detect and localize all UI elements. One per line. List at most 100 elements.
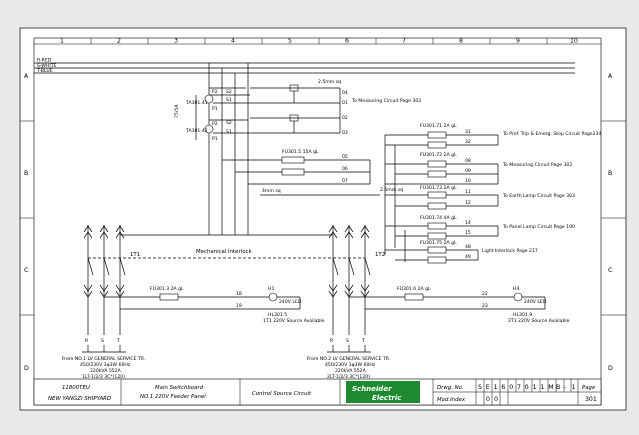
- page-label: Page: [582, 385, 596, 391]
- lamp-rating: 240V LED: [279, 299, 302, 305]
- fuse-wire: 31: [465, 129, 471, 135]
- fuse-wire: 09: [465, 168, 471, 174]
- lamp-text: 1T1 220V Source Available: [263, 318, 325, 324]
- bus-label-white: S-WHITE: [37, 63, 57, 69]
- fuse-wire: 12: [465, 200, 471, 206]
- measure-top-dest: To Measuring Circuit Page 302: [351, 98, 421, 104]
- bus-label-red: R-RED: [37, 58, 52, 64]
- phase-label: S: [101, 338, 104, 344]
- cable-stubs: [82, 345, 371, 353]
- page-number: 301: [585, 396, 597, 403]
- mod-index-char: 0: [486, 396, 490, 403]
- board-name: Main Switchboard: [155, 385, 204, 391]
- sheet-border: [19, 27, 627, 411]
- wire-size-left: 4mm sq: [262, 188, 281, 194]
- fuse-symbol: [427, 141, 447, 149]
- col-label: 8: [459, 38, 463, 45]
- indicator-lamp-icon: [268, 292, 278, 302]
- ct1-s1: S1: [226, 97, 232, 103]
- mod-index-char: 0: [494, 396, 498, 403]
- drawing-number-char: -: [564, 384, 566, 391]
- col-label: 3: [174, 38, 178, 45]
- lamp-ref: H1: [268, 286, 274, 292]
- lamp-rating: 240V LED: [524, 299, 547, 305]
- lamp-tag: HL301.9: [513, 312, 532, 318]
- lamp-fuse-label: FU301.3 2A gL: [150, 286, 184, 292]
- col-label: 5: [288, 38, 292, 45]
- column-ruler: [34, 38, 601, 45]
- main-fuse-wire: 07: [342, 178, 348, 184]
- destination-label: To Earth Lamp Circuit Page 303: [502, 193, 575, 199]
- lamp-fuse-label: FU301.6 2A gL: [397, 286, 431, 292]
- phase-label: R: [330, 338, 334, 344]
- fuse-symbol: [427, 160, 447, 168]
- right-breaker: [328, 225, 371, 335]
- fuse-symbol: [427, 222, 447, 230]
- row-label: D: [608, 365, 613, 372]
- fuse-wire: 11: [465, 189, 471, 195]
- drawing-number-char: 7: [517, 384, 521, 391]
- lamp-ref: H4: [513, 286, 519, 292]
- ct2-p1: P1: [212, 136, 218, 142]
- wire-size-top: 2.5mm sq: [318, 79, 341, 85]
- fuse-symbol: [427, 131, 447, 139]
- lamp-circuit-right: [349, 292, 546, 310]
- phase-label: T: [116, 338, 120, 344]
- interlock-label: Mechanical Interlock: [196, 249, 252, 255]
- mod-label: Mod.Index: [437, 397, 466, 403]
- destination-label: To Measuring Circuit Page 302: [502, 162, 572, 168]
- measure-wire: 03: [342, 130, 348, 136]
- phase-label: T: [361, 338, 365, 344]
- measure-wire: 02: [342, 115, 348, 121]
- schneider-logo: [346, 381, 420, 403]
- fuse-symbol: [281, 168, 305, 176]
- drawing-title: Control Source Circuit: [252, 391, 312, 397]
- ct2-label: TA301.42: [185, 128, 208, 134]
- row-label: B: [608, 170, 612, 177]
- fuse-wire: 15: [465, 230, 471, 236]
- phase-label: R: [85, 338, 89, 344]
- row-label: B: [24, 170, 28, 177]
- fuse-label: FU301.72 2A gL: [420, 152, 457, 158]
- drawing-number-char: 0: [525, 384, 529, 391]
- row-label: D: [24, 365, 29, 372]
- source-line: 220kVA 552A: [335, 368, 367, 374]
- breaker-tag-right: 1T2: [375, 252, 385, 258]
- main-fuse-wire: 05: [342, 154, 348, 160]
- indicator-lamp-icon: [513, 292, 523, 302]
- source-line: 2LT-1/2/3 3C*(120): [327, 374, 370, 380]
- drawing-number-char: 6: [501, 384, 505, 391]
- ct1-label: TA301.41: [185, 100, 208, 106]
- lamp-tag: HL301.5: [268, 312, 287, 318]
- source-line: 220kVA 552A: [90, 368, 122, 374]
- fuse-symbol: [427, 256, 447, 264]
- ct1-p1: P1: [212, 106, 218, 112]
- drawing-number-char: 0: [509, 384, 513, 391]
- fuse-symbol: [159, 293, 179, 301]
- source-line: 450/230V 3φ3W 60Hz: [325, 362, 376, 368]
- fuse-wire: 32: [465, 139, 471, 145]
- fuse-symbol: [427, 246, 447, 254]
- main-fuse-group: [222, 156, 380, 196]
- fuse-symbol: [281, 156, 305, 164]
- main-fuse-label: FU301.5 15A gL: [282, 149, 319, 155]
- fuse-symbol: [427, 232, 447, 240]
- bus-label-blue: T-BLUE: [36, 68, 53, 74]
- fuse-label: FU301.74 4A gL: [420, 215, 457, 221]
- busbars: [34, 62, 575, 74]
- fuse-wire: 10: [465, 178, 471, 184]
- drwg-label: Drwg. No.: [437, 385, 464, 391]
- col-label: 1: [60, 38, 64, 45]
- fuse-symbol: [427, 202, 447, 210]
- ct1-p2: P2: [212, 89, 218, 95]
- lamp-circuit-left: [104, 292, 301, 310]
- bus-drops: [208, 63, 249, 235]
- wire-size-right: 2.5mm sq: [380, 187, 403, 193]
- project-name: 11800TEU: [62, 385, 90, 391]
- ct-rating: 75/5A: [174, 104, 180, 118]
- ct2-s1: S1: [226, 129, 232, 135]
- ct2-p2: P2: [212, 121, 218, 127]
- fuse-label: FU301.73 2A gL: [420, 185, 457, 191]
- shipyard-name: NEW YANGZI SHIPYARD: [48, 396, 111, 402]
